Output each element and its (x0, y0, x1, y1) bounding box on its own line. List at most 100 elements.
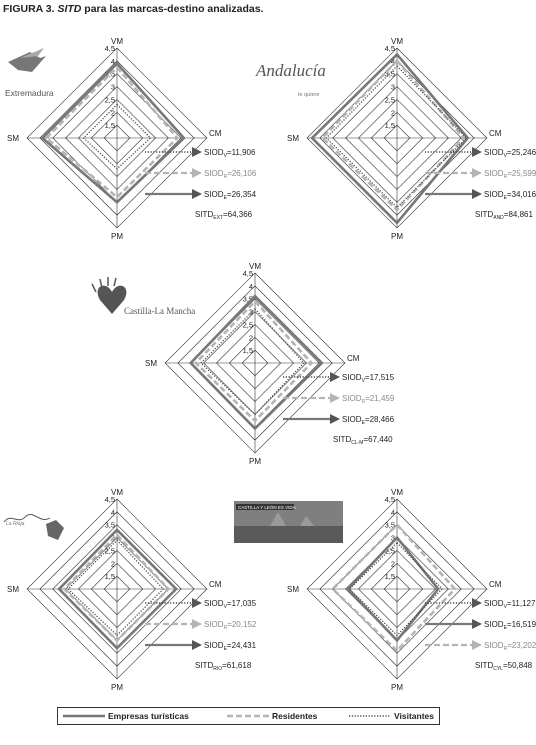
tick-label-5: 3,5 (243, 295, 253, 304)
siod-label-2: SIODR=20,152 (204, 620, 257, 631)
tick-label-1: 1,5 (385, 572, 395, 581)
axis-label-vm: VM (391, 488, 403, 497)
siod-sub: V (362, 378, 366, 384)
arrow-head-2 (472, 619, 482, 629)
axis-label-pm: PM (249, 457, 261, 466)
siod-prefix: SIOD (204, 148, 224, 157)
siod-sub: R (224, 174, 228, 180)
series-polygon-3 (67, 539, 165, 637)
siod-label-3: SIODE=24,431 (204, 641, 257, 652)
siod-value: =24,431 (227, 641, 257, 650)
siod-value: =11,127 (507, 599, 536, 608)
siod-sub: R (504, 646, 508, 652)
arrow-head-3 (330, 414, 340, 424)
andalucia-logo-sub: te quiere (298, 92, 319, 98)
siod-label-1: SIODV=25,246 (484, 148, 536, 159)
sitd-total: SITDAND=84,861 (475, 210, 533, 221)
sitd-total: SITDEXT=64,366 (195, 210, 253, 221)
tick-label-7: 4,5 (385, 44, 395, 53)
siod-label-2: SIODR=21,459 (342, 394, 395, 405)
tick-label-7: 4,5 (105, 495, 115, 504)
figure-title: FIGURA 3. SITD para las marcas-destino a… (3, 3, 263, 15)
tick-label-6: 4 (391, 57, 395, 66)
siod-prefix: SIOD (484, 599, 504, 608)
tick-label-6: 4 (249, 282, 253, 291)
sitd-prefix: SITD (475, 210, 493, 219)
siod-value: =28,466 (365, 415, 395, 424)
tick-label-3: 2,5 (105, 95, 115, 104)
tick-label-2: 2 (391, 108, 395, 117)
siod-value: =17,035 (227, 599, 257, 608)
tick-label-7: 4,5 (243, 269, 253, 278)
radar-chart-1: 1,522,533,544,5VMPMCMSMSIODV=11,906SIODR… (7, 37, 257, 241)
siod-value: =20,152 (227, 620, 257, 629)
series-polygon-3 (82, 103, 152, 170)
tick-label-3: 2,5 (385, 95, 395, 104)
tick-label-6: 4 (111, 508, 115, 517)
andalucia-logo-text: Andalucía (255, 61, 326, 80)
arrow-head-3 (192, 189, 202, 199)
siod-label-3: SIODE=34,016 (484, 190, 536, 201)
siod-value: =16,519 (507, 620, 536, 629)
siod-label-2: SIODE=16,519 (484, 620, 536, 631)
arrow-head-1 (330, 372, 340, 382)
tick-label-4: 3 (111, 83, 115, 92)
siod-sub: E (224, 195, 228, 201)
sitd-prefix: SITD (475, 661, 493, 670)
axis-label-vm: VM (249, 262, 261, 271)
radar-chart-5: 1,522,533,544,5VMPMCMSMSIODV=11,127SIODE… (287, 488, 536, 692)
axis-label-pm: PM (391, 683, 403, 692)
larioja-signature-icon (3, 514, 51, 523)
tick-label-4: 3 (391, 534, 395, 543)
tick-label-6: 4 (111, 57, 115, 66)
axis-label-cm: CM (489, 129, 502, 138)
clm-heart-icon (97, 285, 127, 314)
arrow-head-3 (472, 640, 482, 650)
larioja-logo-text: La Rioja (6, 521, 25, 527)
arrow-head-3 (472, 189, 482, 199)
tick-label-6: 4 (391, 508, 395, 517)
siod-value: =26,354 (227, 190, 257, 199)
siod-prefix: SIOD (484, 169, 504, 178)
axis-label-cm: CM (209, 580, 222, 589)
sitd-sub: AND (493, 215, 504, 221)
axis-label-cm: CM (489, 580, 502, 589)
arrow-head-2 (472, 168, 482, 178)
siod-prefix: SIOD (204, 190, 224, 199)
arrow-head-1 (472, 147, 482, 157)
siod-value: =21,459 (365, 394, 395, 403)
siod-sub: V (224, 604, 228, 610)
siod-label-2: SIODR=25,599 (484, 169, 536, 180)
sitd-sub: CL-M (351, 440, 363, 446)
sitd-total: SITDRIO=61,618 (195, 661, 252, 672)
sitd-total: SITDCYL=50,848 (475, 661, 533, 672)
siod-label-1: SIODV=17,035 (204, 599, 257, 610)
siod-label-3: SIODE=28,466 (342, 415, 395, 426)
radar-chart-4: 1,522,533,544,5VMPMCMSMSIODV=17,035SIODR… (7, 488, 257, 692)
siod-label-3: SIODE=26,354 (204, 190, 257, 201)
tick-label-4: 3 (391, 83, 395, 92)
siod-sub: V (224, 153, 228, 159)
tick-label-2: 2 (391, 559, 395, 568)
siod-sub: E (362, 420, 366, 426)
siod-prefix: SIOD (342, 415, 362, 424)
axis-label-sm: SM (287, 134, 299, 143)
siod-prefix: SIOD (484, 620, 504, 629)
sitd-prefix: SITD (195, 210, 213, 219)
larioja-logo: La Rioja (3, 514, 64, 540)
axis-label-sm: SM (287, 585, 299, 594)
sitd-value: =50,848 (503, 661, 533, 670)
figure-title-prefix: FIGURA 3. (3, 3, 58, 15)
siod-sub: E (504, 625, 508, 631)
arrow-head-1 (192, 147, 202, 157)
figure-title-rest: para las marcas-destino analizadas. (81, 3, 264, 15)
tick-label-1: 1,5 (105, 121, 115, 130)
tick-label-2: 2 (249, 333, 253, 342)
axis-label-cm: CM (347, 354, 360, 363)
tick-label-1: 1,5 (385, 121, 395, 130)
axis-label-pm: PM (391, 232, 403, 241)
arrow-head-2 (330, 393, 340, 403)
siod-prefix: SIOD (204, 641, 224, 650)
